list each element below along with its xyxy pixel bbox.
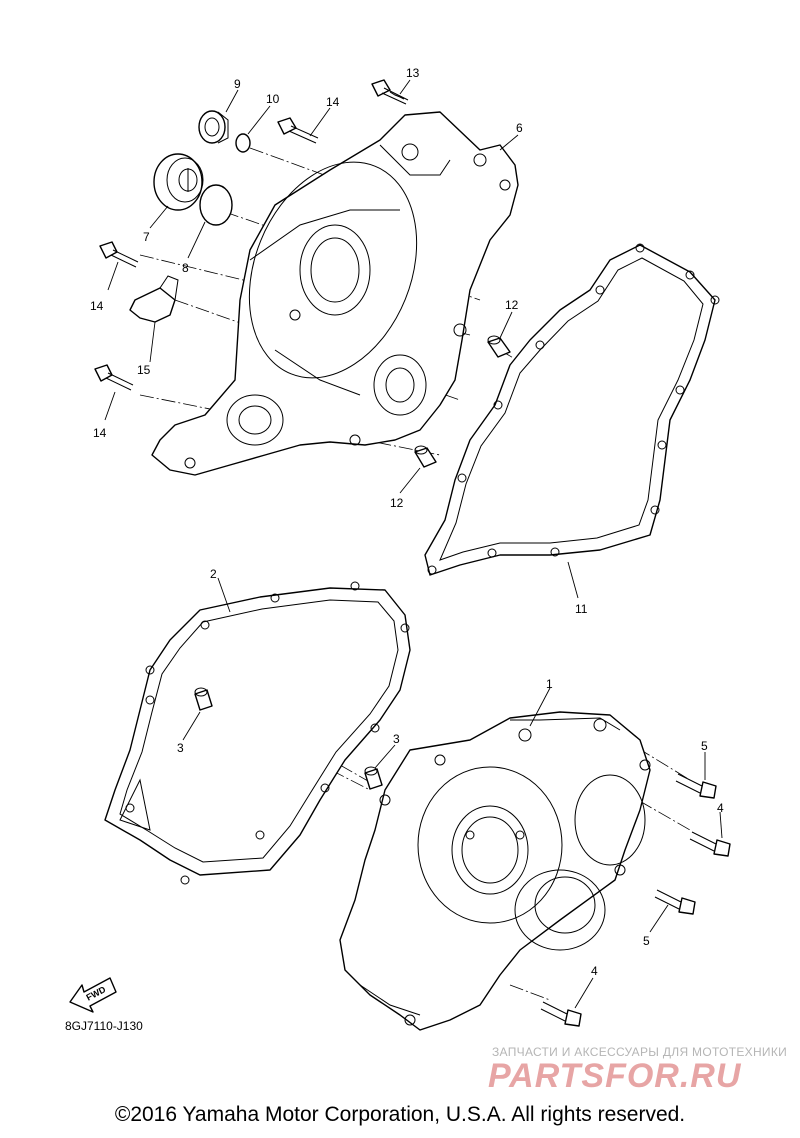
callout-3: 3 <box>177 741 184 755</box>
cap-7 <box>153 153 204 211</box>
gasket-2 <box>104 581 411 885</box>
callout-4: 4 <box>717 801 724 815</box>
o-ring-8 <box>199 184 233 226</box>
crankcase-cover-lower <box>339 711 651 1031</box>
callout-6: 6 <box>516 121 523 135</box>
bolt-14-upper <box>277 117 319 144</box>
callout-8: 8 <box>182 261 189 275</box>
dowel-3-left <box>194 687 213 711</box>
o-ring-10 <box>235 133 251 153</box>
bolt-14-lower <box>94 364 134 391</box>
watermark-brand: PARTSFOR.RU <box>488 1057 742 1095</box>
callout-3: 3 <box>393 732 400 746</box>
callout-labels: 9 10 13 14 6 7 8 14 15 14 12 12 11 2 3 3… <box>90 66 724 978</box>
copyright-notice: ©2016 Yamaha Motor Corporation, U.S.A. A… <box>114 1103 686 1126</box>
callout-5: 5 <box>643 934 650 948</box>
fwd-arrow-icon: FWD <box>69 977 117 1013</box>
callout-9: 9 <box>234 77 241 91</box>
callout-4: 4 <box>591 964 598 978</box>
leader-lines <box>104 79 723 1009</box>
callout-5: 5 <box>701 739 708 753</box>
callout-14: 14 <box>90 299 104 313</box>
callout-15: 15 <box>137 363 151 377</box>
callout-1: 1 <box>546 677 553 691</box>
clamp-15 <box>129 275 179 323</box>
callout-11: 11 <box>575 602 588 616</box>
bolt-13 <box>371 79 409 105</box>
bolt-5-upper <box>675 773 717 799</box>
callout-12: 12 <box>505 298 519 312</box>
callout-12: 12 <box>390 496 404 510</box>
dowel-12-lower <box>414 445 437 468</box>
watermark-tagline: ЗАПЧАСТИ И АКСЕССУАРЫ ДЛЯ МОТОТЕХНИКИ <box>492 1045 787 1059</box>
bolt-4-lower <box>540 1001 582 1027</box>
callout-7: 7 <box>143 230 150 244</box>
plug-9 <box>198 110 229 144</box>
callout-10: 10 <box>266 92 280 106</box>
bolt-4-upper <box>689 831 731 857</box>
watermark: ЗАПЧАСТИ И АКСЕССУАРЫ ДЛЯ МОТОТЕХНИКИ PA… <box>488 1045 787 1095</box>
crankcase-cover-upper <box>151 111 519 476</box>
gasket-11 <box>424 243 720 576</box>
callout-14: 14 <box>93 426 107 440</box>
callout-2: 2 <box>210 567 217 581</box>
bolt-14-left <box>99 241 139 268</box>
dowel-12-upper <box>487 335 511 358</box>
callout-14: 14 <box>326 95 340 109</box>
bolt-5-lower <box>654 889 696 915</box>
dowel-3-right <box>364 766 383 790</box>
callout-13: 13 <box>406 66 420 80</box>
diagram-code: 8GJ7110-J130 <box>65 1019 143 1033</box>
